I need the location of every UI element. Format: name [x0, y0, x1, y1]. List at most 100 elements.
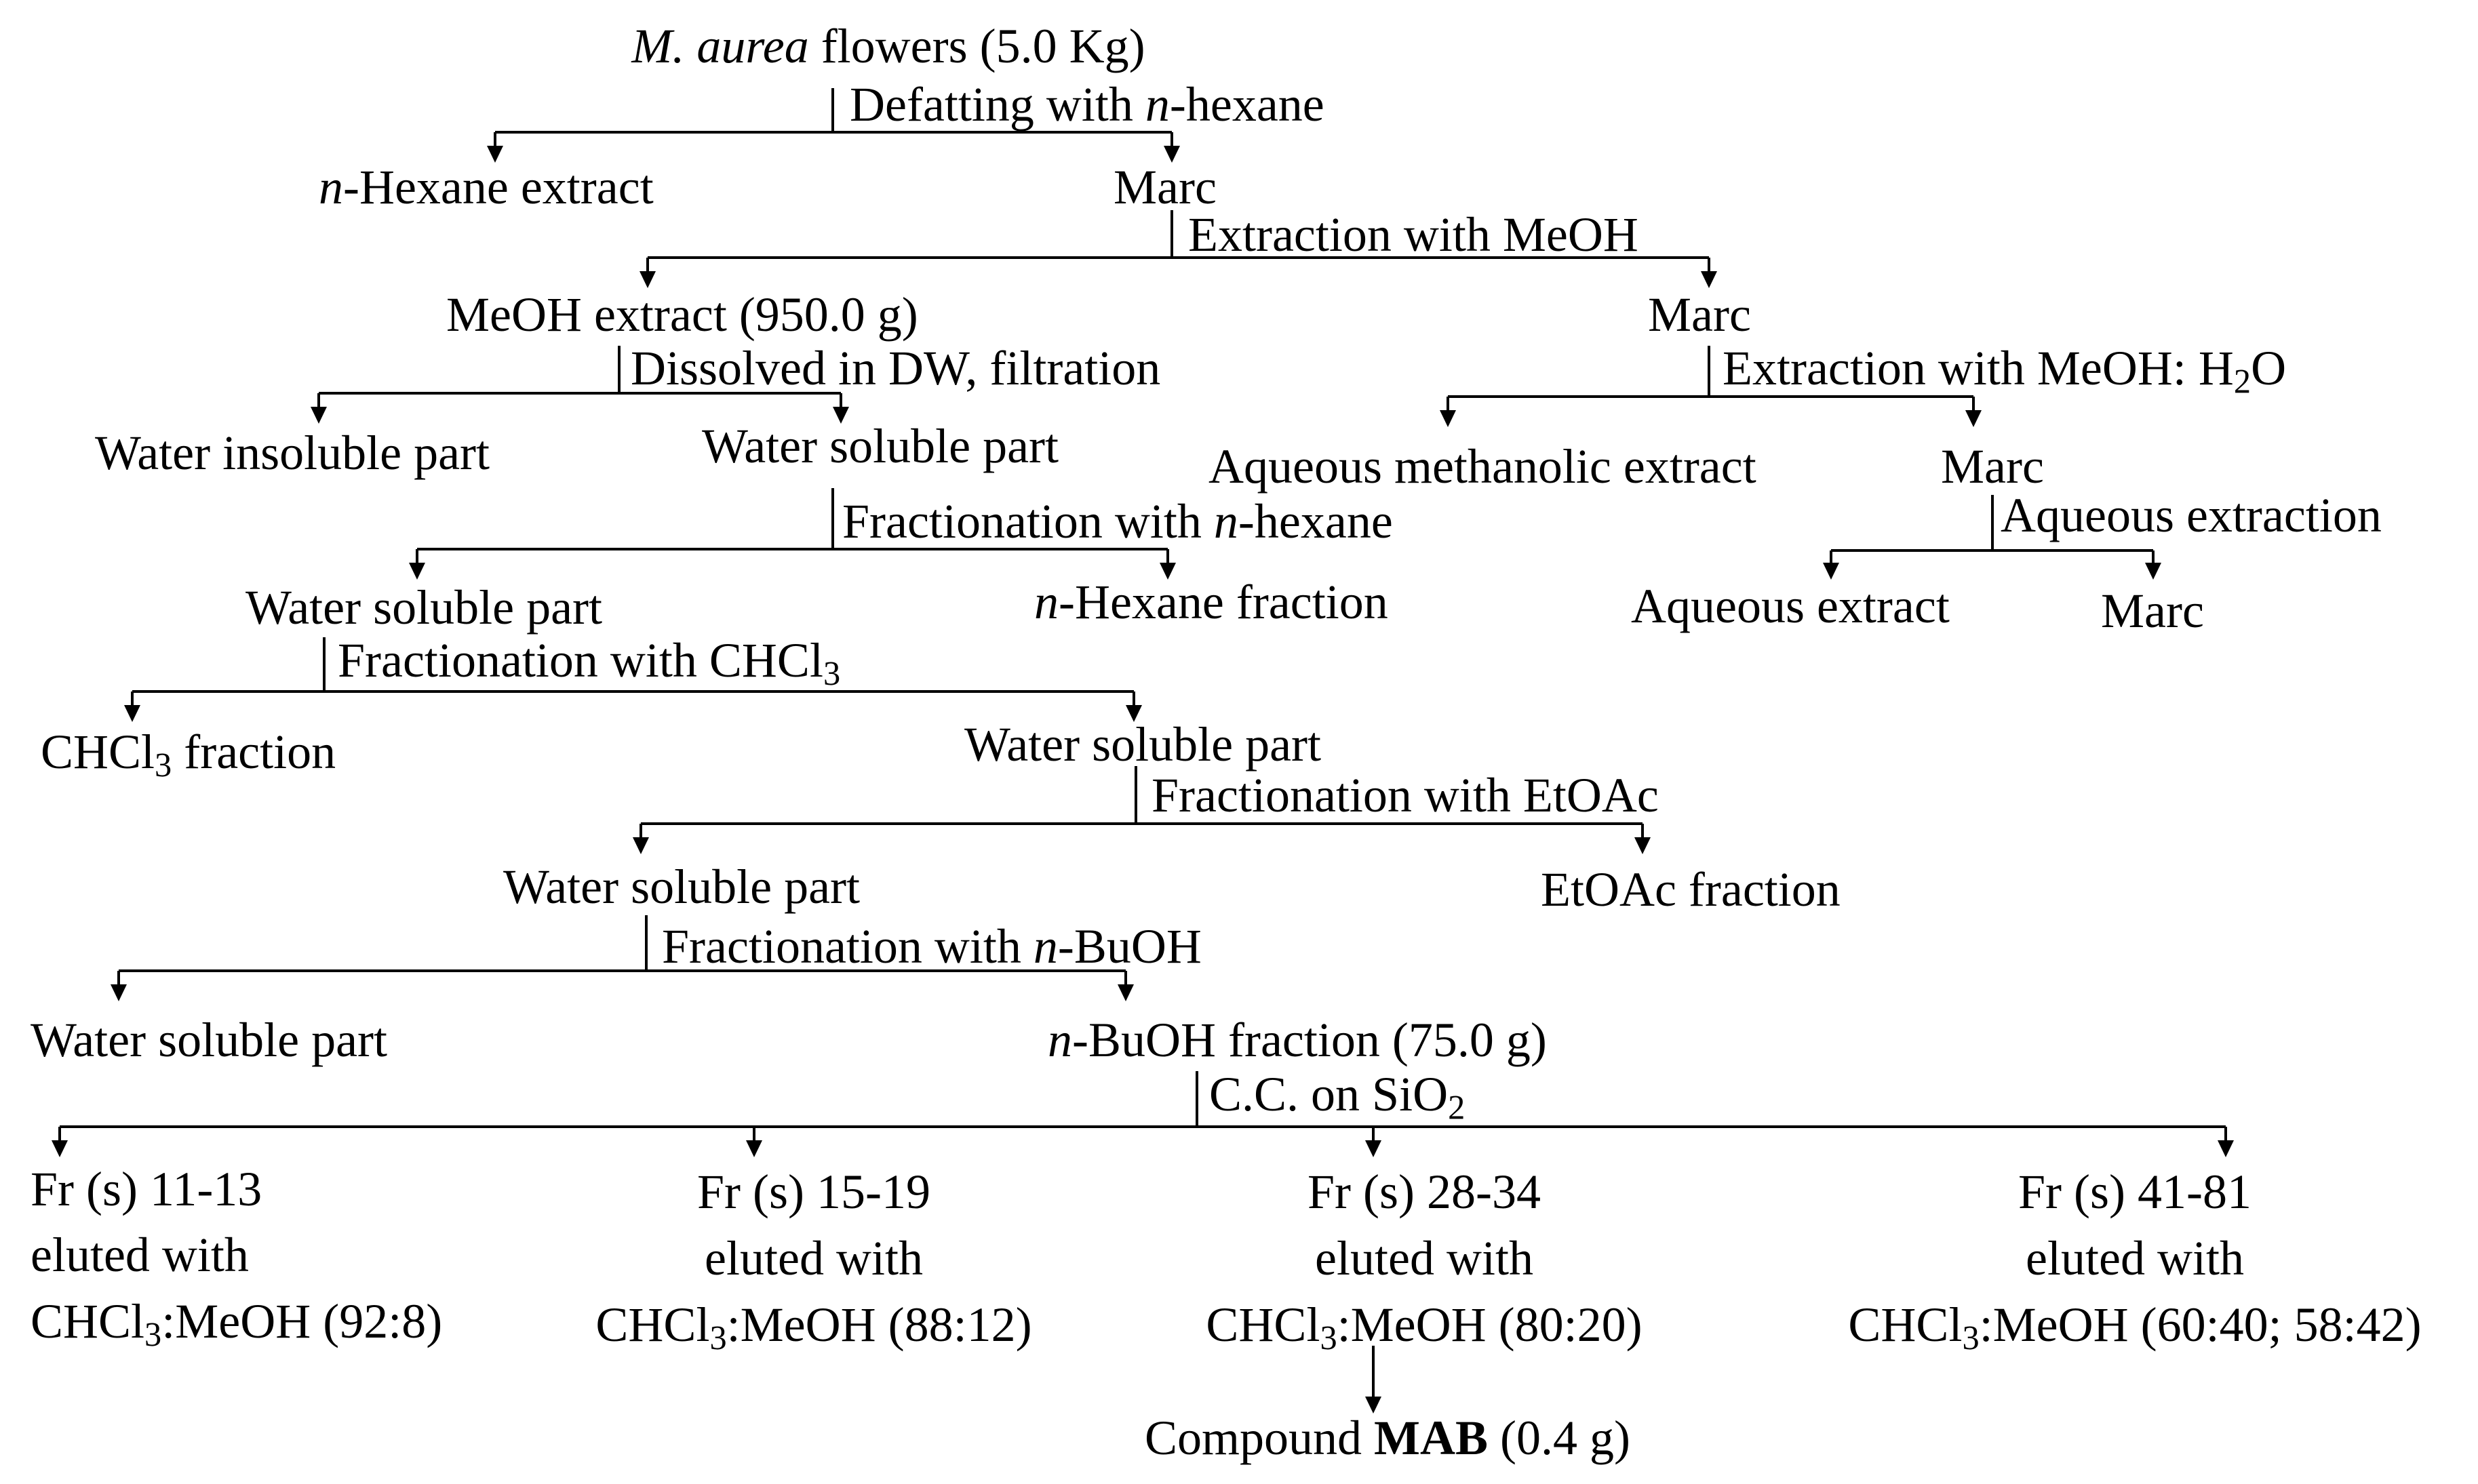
root-node: M. aurea flowers (5.0 Kg) — [631, 22, 1145, 71]
root-label: flowers (5.0 Kg) — [808, 19, 1145, 73]
node-aqueous-methanolic-extract: Aqueous methanolic extract — [1208, 439, 1756, 494]
step-extraction-meoh-water: Extraction with MeOH: H2O — [1723, 341, 2287, 399]
subscript: 3 — [823, 654, 841, 693]
step-text: -hexane — [1238, 494, 1393, 548]
step-italic: n — [1033, 919, 1058, 974]
solvent-text: CHCl — [31, 1294, 145, 1348]
step-fractionation-hexane: Fractionation with n-hexane — [842, 497, 1393, 546]
italic-prefix: n — [1048, 1013, 1072, 1067]
node-water-soluble-3: Water soluble part — [964, 717, 1322, 771]
arrow-head — [1164, 146, 1180, 163]
step-text: Fractionation with — [842, 494, 1214, 548]
solvent-text: CHCl — [1848, 1298, 1963, 1352]
arrow-head — [1701, 271, 1717, 288]
step-italic: n — [1213, 494, 1238, 548]
compound-text: (0.4 g) — [1488, 1411, 1630, 1465]
step-text: Fractionation with — [662, 919, 1034, 974]
arrow-head — [2218, 1140, 2234, 1157]
step-extraction-meoh: Extraction with MeOH — [1188, 207, 1638, 262]
solvent-text: CHCl — [595, 1298, 710, 1352]
subscript: 3 — [1320, 1319, 1337, 1357]
node-n-hexane-extract: n-Hexane extract — [319, 163, 654, 212]
node-label: CHCl — [41, 725, 155, 779]
subscript: 2 — [1448, 1088, 1466, 1127]
step-dissolved: Dissolved in DW, filtration — [631, 341, 1161, 395]
step-fractionation-chcl3: Fractionation with CHCl3 — [338, 633, 840, 691]
arrow-head — [1634, 837, 1651, 854]
species-name: M. aurea — [631, 19, 809, 73]
fraction-2-eluted: eluted with — [705, 1231, 923, 1285]
step-aqueous-extraction: Aqueous extraction — [2001, 488, 2382, 542]
node-meoh-extract: MeOH extract (950.0 g) — [446, 287, 918, 342]
arrow-head — [1365, 1397, 1381, 1413]
node-label: -Hexane fraction — [1059, 575, 1388, 629]
node-marc-3: Marc — [1941, 439, 2044, 494]
step-italic: n — [1145, 77, 1170, 132]
node-label: -BuOH fraction (75.0 g) — [1072, 1013, 1547, 1067]
arrow-head — [487, 146, 503, 163]
step-text: -BuOH — [1057, 919, 1202, 974]
arrow-head — [1440, 410, 1456, 427]
subscript: 3 — [155, 746, 172, 784]
italic-prefix: n — [1034, 575, 1059, 629]
node-marc-2: Marc — [1648, 287, 1751, 342]
fraction-3-solvent: CHCl3:MeOH (80:20) — [1206, 1298, 1643, 1355]
fraction-1-range: Fr (s) 11-13 — [31, 1162, 262, 1216]
step-defatting: Defatting with n-hexane — [850, 80, 1324, 129]
node-n-hexane-fraction: n-Hexane fraction — [1034, 578, 1388, 626]
subscript: 3 — [709, 1319, 727, 1357]
node-marc-4: Marc — [2101, 584, 2204, 638]
fraction-1-eluted: eluted with — [31, 1228, 249, 1282]
fraction-1-solvent: CHCl3:MeOH (92:8) — [31, 1294, 442, 1352]
node-marc-1: Marc — [1114, 160, 1217, 214]
solvent-text: :MeOH (80:20) — [1337, 1298, 1643, 1352]
step-text: Extraction with MeOH: H — [1723, 341, 2234, 395]
italic-prefix: n — [319, 160, 343, 214]
compound-text: Compound — [1145, 1411, 1375, 1465]
node-etoac-fraction: EtOAc fraction — [1541, 862, 1841, 917]
step-text: Fractionation with CHCl — [338, 633, 823, 687]
fraction-3-eluted: eluted with — [1315, 1231, 1533, 1285]
node-aqueous-extract: Aqueous extract — [1631, 579, 1950, 633]
subscript: 2 — [2233, 362, 2251, 401]
fraction-3-range: Fr (s) 28-34 — [1307, 1165, 1541, 1219]
step-text: -hexane — [1169, 77, 1324, 132]
arrow-head — [640, 271, 656, 288]
arrow-head — [1965, 410, 1982, 427]
arrow-head — [311, 407, 327, 424]
arrow-head — [746, 1140, 762, 1157]
node-compound-mab: Compound MAB (0.4 g) — [1145, 1413, 1630, 1462]
node-n-buoh-fraction: n-BuOH fraction (75.0 g) — [1048, 1016, 1547, 1064]
node-water-soluble-5: Water soluble part — [31, 1013, 388, 1067]
arrow-head — [409, 563, 425, 580]
step-fractionation-buoh: Fractionation with n-BuOH — [662, 922, 1202, 971]
fraction-2-range: Fr (s) 15-19 — [697, 1165, 930, 1219]
subscript: 3 — [144, 1315, 162, 1354]
arrow-head — [1126, 705, 1142, 722]
step-text: O — [2251, 341, 2287, 395]
solvent-text: :MeOH (88:12) — [726, 1298, 1032, 1352]
solvent-text: CHCl — [1206, 1298, 1320, 1352]
step-column-chromatography: C.C. on SiO2 — [1209, 1067, 1465, 1125]
fraction-4-solvent: CHCl3:MeOH (60:40; 58:42) — [1848, 1298, 2422, 1355]
arrow-head — [111, 984, 127, 1001]
fraction-4-range: Fr (s) 41-81 — [2018, 1165, 2251, 1219]
arrow-head — [833, 407, 849, 424]
compound-code: MAB — [1374, 1411, 1489, 1465]
arrow-head — [2145, 563, 2161, 580]
arrow-head — [633, 837, 649, 854]
fraction-4-eluted: eluted with — [2026, 1231, 2244, 1285]
arrow-head — [1160, 563, 1176, 580]
step-text: C.C. on SiO — [1209, 1067, 1449, 1121]
node-water-soluble-1: Water soluble part — [702, 419, 1059, 473]
arrow-head — [124, 705, 140, 722]
node-water-soluble-4: Water soluble part — [503, 860, 861, 914]
solvent-text: :MeOH (60:40; 58:42) — [1979, 1298, 2422, 1352]
node-water-soluble-2: Water soluble part — [245, 580, 603, 635]
node-label: fraction — [172, 725, 336, 779]
step-fractionation-etoac: Fractionation with EtOAc — [1152, 768, 1659, 822]
fraction-2-solvent: CHCl3:MeOH (88:12) — [595, 1298, 1032, 1355]
arrow-head — [1118, 984, 1134, 1001]
